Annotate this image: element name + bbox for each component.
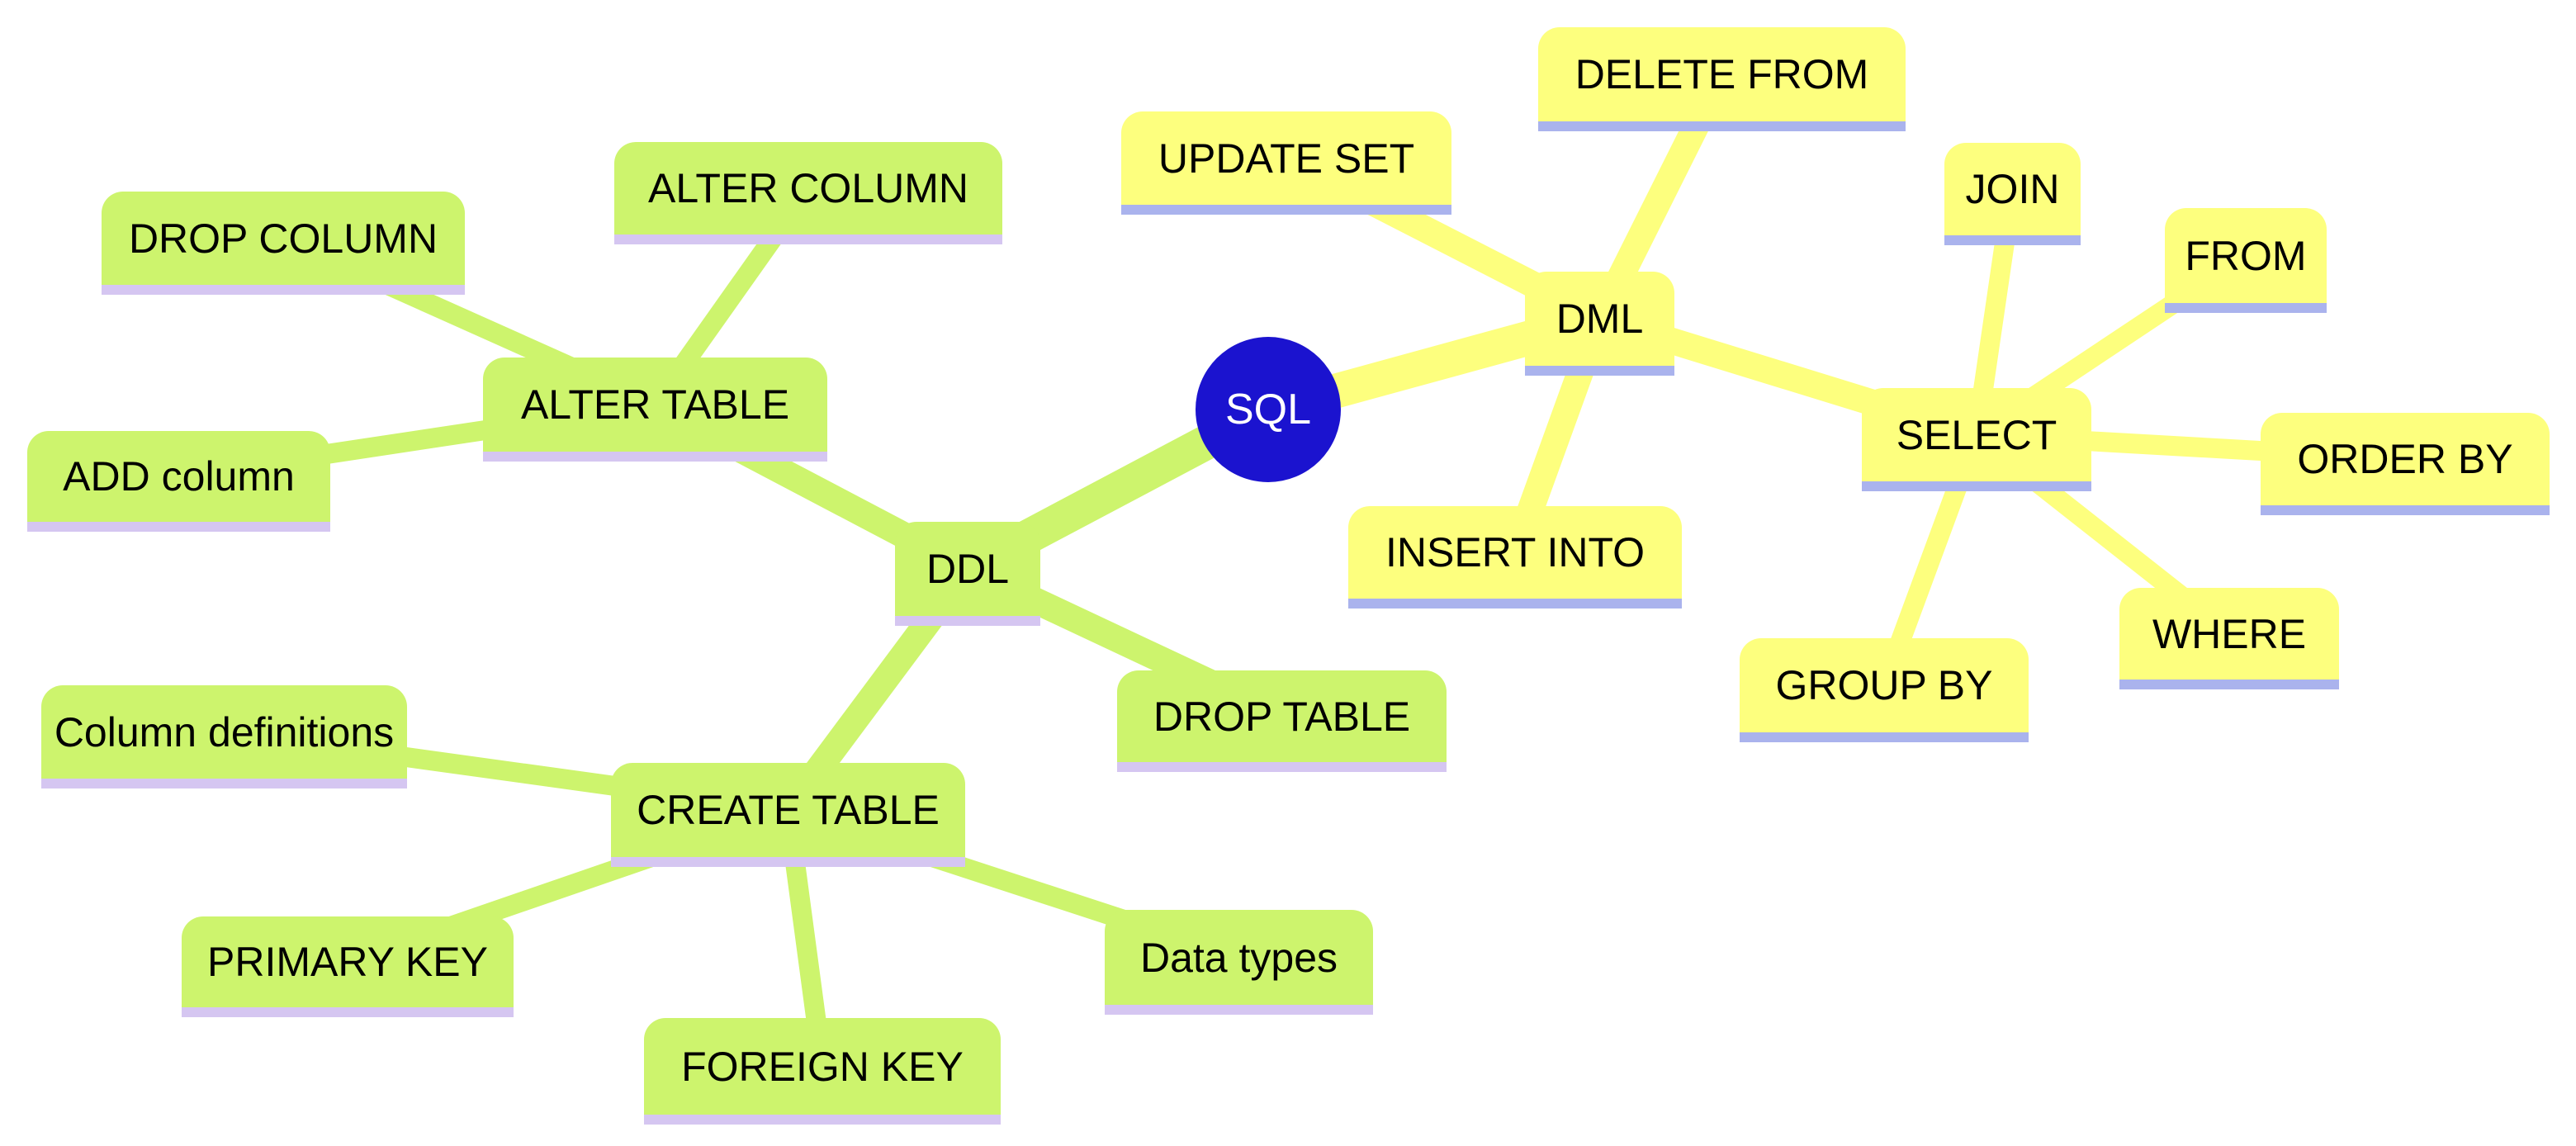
mindmap-node-delete-from[interactable]: DELETE FROM [1538, 27, 1906, 131]
mindmap-node-foreign-key[interactable]: FOREIGN KEY [644, 1018, 1001, 1125]
mindmap-node-data-types[interactable]: Data types [1105, 910, 1373, 1015]
node-label: Data types [1139, 934, 1338, 981]
node-label: FROM [2185, 232, 2307, 279]
node-underline [2165, 303, 2327, 313]
node-underline [2261, 505, 2550, 515]
node-label: SELECT [1896, 411, 2057, 458]
mindmap-node-dml[interactable]: DML [1525, 272, 1674, 376]
node-underline [1121, 205, 1451, 215]
node-underline [483, 452, 827, 462]
node-label: ALTER COLUMN [647, 165, 968, 211]
node-label: JOIN [1965, 166, 2060, 212]
mindmap-node-column-definitions[interactable]: Column definitions [41, 685, 407, 788]
node-label: DELETE FROM [1574, 51, 1869, 97]
mindmap-node-from[interactable]: FROM [2165, 208, 2327, 313]
node-label: ORDER BY [2297, 436, 2513, 482]
mindmap-node-group-by[interactable]: GROUP BY [1740, 638, 2029, 742]
mindmap-node-create-table[interactable]: CREATE TABLE [611, 763, 965, 867]
node-underline [895, 616, 1040, 626]
mindmap-node-join[interactable]: JOIN [1944, 143, 2081, 245]
node-label: INSERT INTO [1385, 529, 1645, 575]
node-label: DROP TABLE [1153, 693, 1411, 740]
mindmap-node-ddl[interactable]: DDL [895, 522, 1040, 626]
node-underline [614, 234, 1002, 244]
mindmap-node-select[interactable]: SELECT [1862, 388, 2091, 491]
root-node-label: SQL [1224, 386, 1312, 433]
mindmap-node-primary-key[interactable]: PRIMARY KEY [182, 916, 514, 1017]
mindmap-node-drop-column[interactable]: DROP COLUMN [102, 192, 465, 295]
mindmap-node-drop-table[interactable]: DROP TABLE [1117, 670, 1447, 772]
node-label: DDL [926, 546, 1010, 592]
node-label: ADD column [63, 453, 295, 500]
mindmap-node-alter-column[interactable]: ALTER COLUMN [614, 142, 1002, 244]
node-underline [27, 522, 330, 532]
node-underline [611, 857, 965, 867]
node-underline [1348, 599, 1682, 609]
node-label: PRIMARY KEY [207, 939, 488, 985]
mindmap-node-order-by[interactable]: ORDER BY [2261, 413, 2550, 515]
node-label: ALTER TABLE [520, 381, 790, 428]
root-node-sql[interactable]: SQL [1196, 337, 1341, 482]
node-underline [1862, 481, 2091, 491]
node-underline [182, 1007, 514, 1017]
mindmap-node-add-column[interactable]: ADD column [27, 431, 330, 532]
mindmap-node-update-set[interactable]: UPDATE SET [1121, 111, 1451, 215]
node-underline [644, 1115, 1001, 1125]
node-underline [1740, 732, 2029, 742]
mindmap-node-alter-table[interactable]: ALTER TABLE [483, 358, 827, 462]
node-label: WHERE [2152, 610, 2307, 657]
mindmap-node-insert-into[interactable]: INSERT INTO [1348, 506, 1682, 609]
mindmap-node-where[interactable]: WHERE [2119, 588, 2339, 689]
node-underline [1525, 366, 1674, 376]
node-underline [41, 779, 407, 788]
node-label: DML [1556, 296, 1644, 342]
node-underline [2119, 680, 2339, 689]
node-underline [102, 285, 465, 295]
node-label: UPDATE SET [1158, 135, 1415, 182]
node-label: GROUP BY [1775, 662, 1993, 708]
node-underline [1944, 235, 2081, 245]
node-underline [1117, 762, 1447, 772]
node-underline [1538, 121, 1906, 131]
node-label: Column definitions [54, 708, 395, 755]
node-label: FOREIGN KEY [681, 1043, 964, 1090]
node-label: DROP COLUMN [128, 215, 438, 262]
node-label: CREATE TABLE [637, 787, 940, 833]
node-underline [1105, 1005, 1373, 1015]
